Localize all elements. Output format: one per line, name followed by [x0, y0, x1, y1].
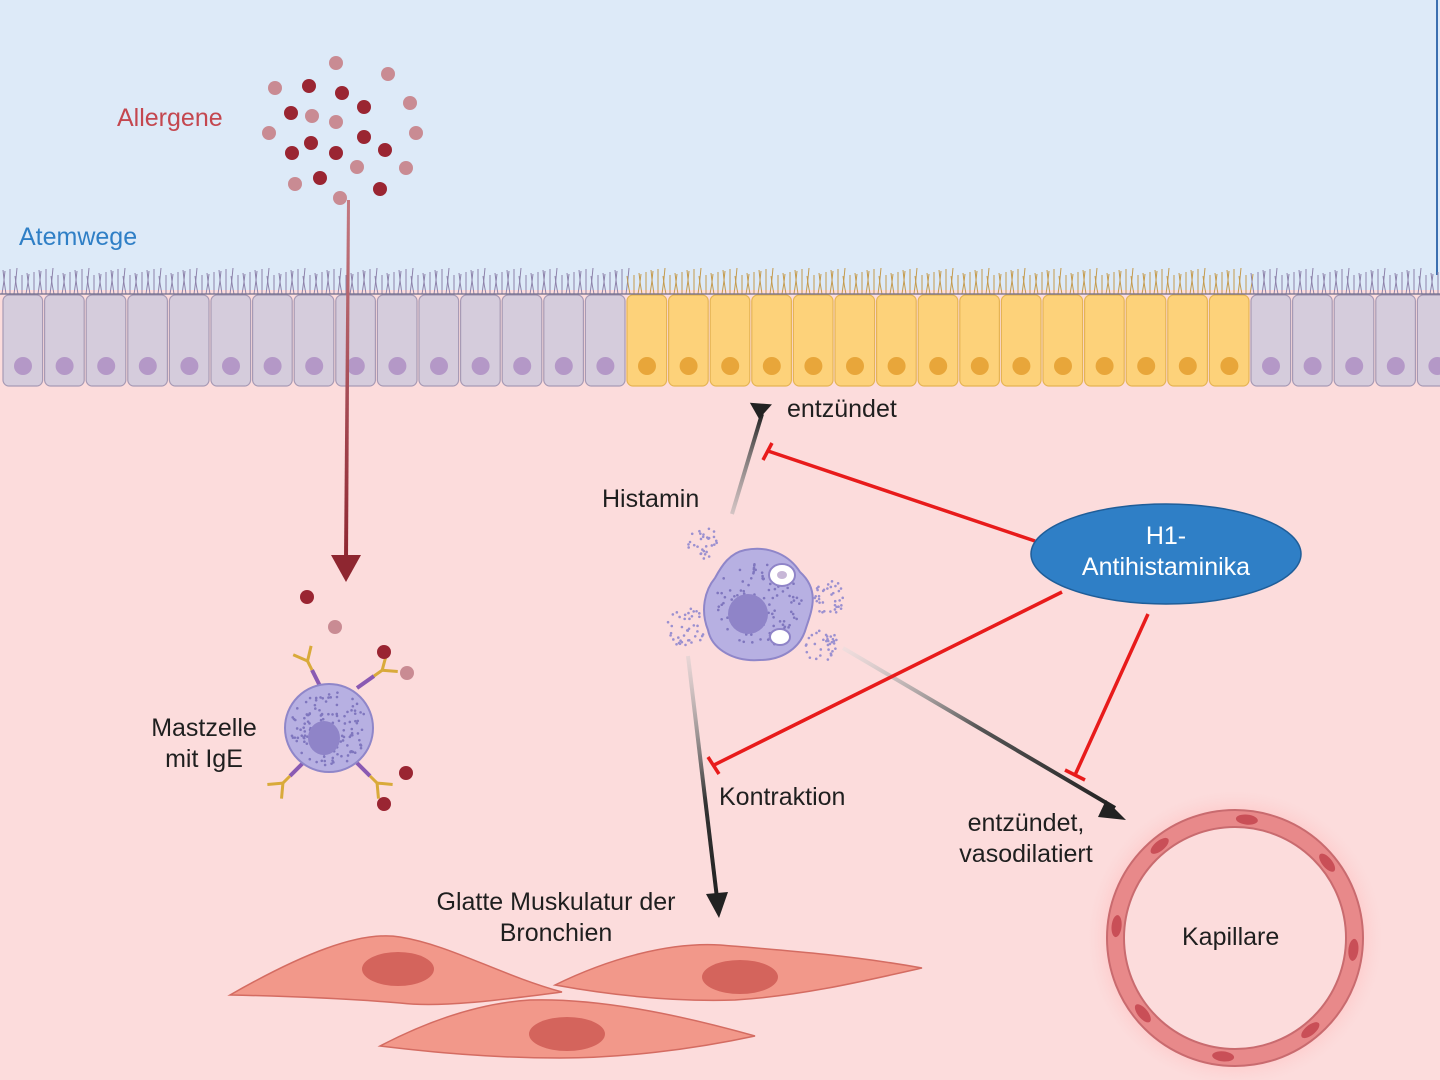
mast-cell-label: Mastzelle mit IgE: [136, 713, 272, 775]
epithelial-cell: [2, 294, 44, 387]
smooth-muscle-label: Glatte Muskulatur der Bronchien: [406, 887, 706, 949]
inflamed-epithelial-cell: [792, 294, 834, 387]
epithelial-cell: [418, 294, 460, 387]
inflamed-epithelial-cell: [1042, 294, 1084, 387]
airway-label: Atemwege: [19, 223, 138, 251]
inflamed-epithelial-cell: [1000, 294, 1042, 387]
allergen-arrow-head: [331, 555, 361, 582]
inflamed-epithelial-cell: [959, 294, 1000, 387]
inflamed-epithelial-cell: [1125, 294, 1167, 387]
h1-antihistamine-line1: H1-: [1145, 522, 1187, 550]
epithelial-cell: [543, 294, 584, 387]
arrow-to-smooth-muscle-head: [706, 892, 728, 918]
inflamed-epithelial-cell: [1208, 294, 1250, 387]
smooth-muscle-cells: [227, 935, 923, 1059]
smooth-muscle-line2: Bronchien: [499, 919, 613, 947]
inflamed-epithelial-cell: [875, 294, 917, 387]
epithelial-cell: [252, 294, 293, 387]
inflamed-epithelial-cell: [751, 294, 792, 387]
inhibition-lines: [706, 442, 1150, 782]
epithelial-cell: [1291, 294, 1333, 387]
smooth-muscle-line1: Glatte Muskulatur der: [436, 888, 676, 916]
inflamed-epithelial-cell: [667, 294, 709, 387]
epithelial-cell: [43, 294, 85, 387]
arrow-to-epithelium-head: [749, 402, 772, 419]
inflamed-epithelial-cell: [1083, 294, 1125, 387]
capillary-effect-label: entzündet, vasodilatiert: [928, 808, 1124, 870]
allergen-particles: [262, 56, 423, 205]
h1-antihistamine-line2: Antihistaminika: [1081, 553, 1251, 581]
epithelial-cell: [501, 294, 543, 387]
arrow-to-capillary: [841, 646, 1117, 810]
capillary-effect-line2: vasodilatiert: [959, 840, 1093, 868]
capillary-effect-line1: entzündet,: [967, 809, 1085, 837]
inflamed-epithelial-cell: [1167, 294, 1209, 387]
mast-cell-label-line2: mit IgE: [165, 745, 243, 773]
allergen-particle: [300, 590, 314, 604]
mast-cell-nucleus: [308, 721, 340, 755]
mast-cell-label-line1: Mastzelle: [151, 714, 257, 742]
epithelial-cell: [1250, 294, 1292, 387]
epithelial-cell: [376, 294, 418, 387]
histamine-label: Histamin: [602, 485, 700, 513]
allergens-label: Allergene: [117, 104, 223, 132]
epithelial-cell: [168, 294, 210, 387]
epithelial-cell: [127, 294, 169, 387]
h1-antihistamine-ellipse: [1030, 503, 1302, 605]
epithelial-cell: [460, 294, 501, 387]
inflamed-epithelial-cell: [709, 294, 751, 387]
arrow-to-epithelium: [730, 413, 764, 515]
inflamed-epithelial-cell: [626, 294, 668, 387]
allergen-arrow-shaft: [344, 200, 350, 560]
arrow-to-smooth-muscle: [686, 655, 719, 899]
allergen-particle: [328, 620, 342, 634]
arrow-to-capillary-head: [1098, 800, 1126, 820]
capillary-label: Kapillare: [1182, 923, 1280, 951]
airway-lumen: [0, 0, 1440, 290]
h1-antihistamine-label: H1- Antihistaminika: [1056, 521, 1276, 583]
epithelial-cell: [584, 294, 626, 387]
inflamed-epithelium-label: entzündet: [787, 395, 897, 423]
epithelial-cell: [1333, 294, 1375, 387]
epithelial-cell: [210, 294, 252, 387]
degranulating-mast-cell: [666, 527, 845, 662]
epithelial-cell: [85, 294, 127, 387]
inflamed-epithelial-cell: [917, 294, 959, 387]
inflamed-epithelial-cell: [834, 294, 876, 387]
capillary: [1087, 790, 1383, 1080]
mast-cell-ige: [267, 645, 414, 811]
epithelial-cell: [1375, 294, 1417, 387]
epithelium: [2, 294, 1440, 387]
cilia: [1, 267, 1439, 295]
contraction-label: Kontraktion: [719, 783, 846, 811]
epithelial-cell: [293, 294, 335, 387]
